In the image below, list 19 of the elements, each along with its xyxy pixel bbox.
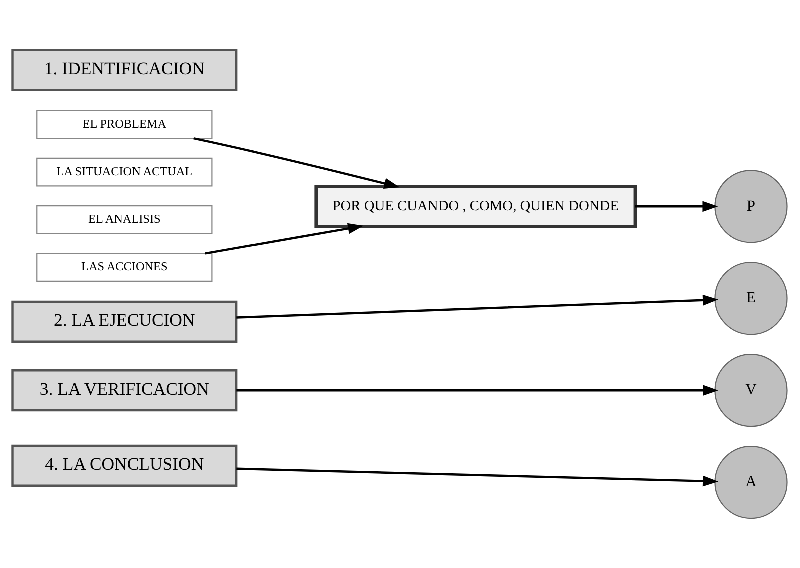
node-circle: E	[714, 262, 788, 335]
arrow	[236, 294, 719, 318]
node-box: 4. LA CONCLUSION	[12, 444, 238, 486]
node-box: 2. LA EJECUCION	[12, 300, 238, 342]
node-circle: V	[714, 354, 788, 427]
node-box: LA SITUACION ACTUAL	[36, 157, 213, 186]
arrow	[194, 137, 400, 188]
arrow	[236, 384, 719, 396]
node-box: EL PROBLEMA	[36, 110, 213, 139]
arrow	[635, 200, 718, 212]
node-box: POR QUE CUANDO , COMO, QUIEN DONDE	[314, 184, 638, 228]
node-circle: A	[714, 446, 788, 519]
node-box: 1. IDENTIFICACION	[12, 48, 238, 91]
node-box: EL ANALISIS	[36, 205, 213, 234]
arrow	[205, 222, 364, 254]
node-circle: P	[714, 170, 788, 243]
node-box: 3. LA VERIFICACION	[12, 369, 238, 412]
arrow	[236, 467, 719, 486]
node-box: LAS ACCIONES	[36, 252, 213, 282]
